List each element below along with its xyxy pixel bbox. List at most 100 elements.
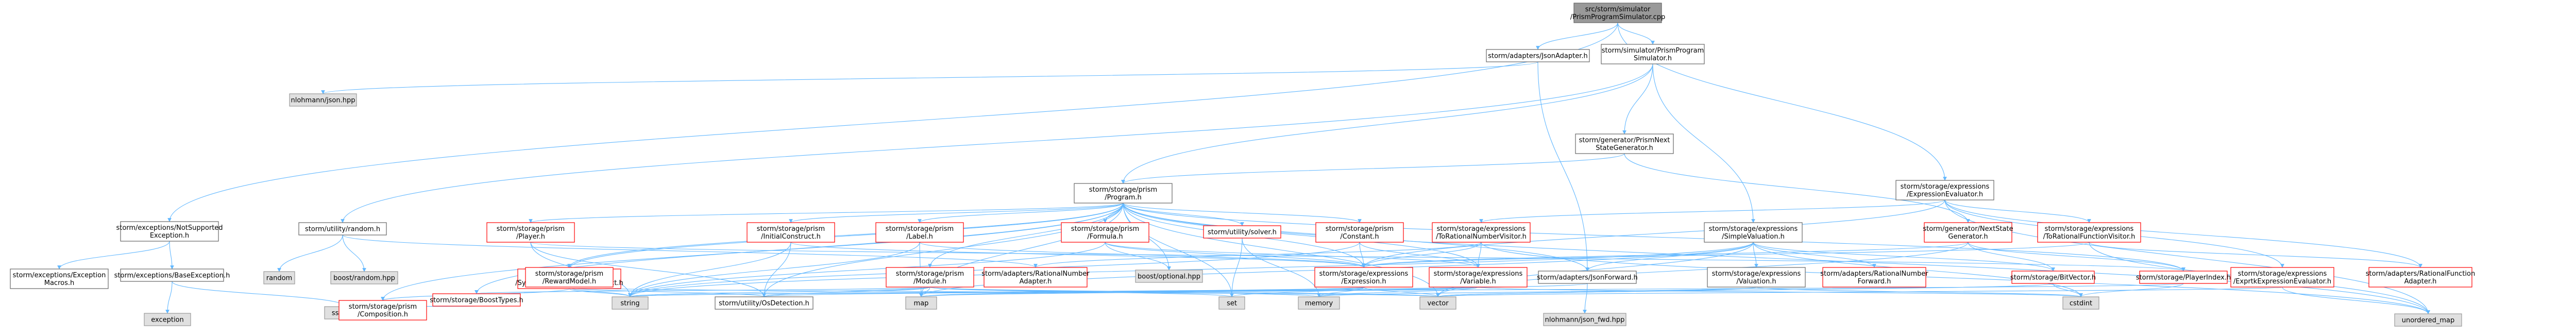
node-label: /ToRationalFunctionVisitor.h xyxy=(2043,233,2136,241)
edge-utilrandom-to-boostrandom xyxy=(342,234,366,272)
edge-playerindex-to-string xyxy=(629,283,2184,297)
edge-label-to-expression xyxy=(919,242,1366,268)
node-box xyxy=(2011,271,2095,284)
edge-utilrandom-to-random xyxy=(277,234,343,272)
node-box xyxy=(1432,222,1531,243)
edge-root-to-prismsim xyxy=(1617,22,1655,45)
node-label: nlohmann/json.hpp xyxy=(291,97,355,105)
node-label: storm/storage/prism xyxy=(1326,225,1394,233)
edge-solver-to-set xyxy=(1230,238,1243,297)
node-box xyxy=(120,221,219,242)
node-label: set xyxy=(1227,300,1237,308)
node-jsonforward[interactable]: storm/adapters/JsonForward.h xyxy=(1537,271,1638,284)
node-label: storm/storage/prism xyxy=(497,225,565,233)
node-box xyxy=(1074,183,1173,204)
edge-baseexc-to-exception xyxy=(165,281,173,314)
edge-prismsim-to-simplevaluation xyxy=(1652,63,1755,223)
node-box xyxy=(2037,222,2141,243)
node-box xyxy=(120,268,224,282)
node-box xyxy=(2139,271,2228,284)
node-label: Macros.h xyxy=(44,279,75,287)
node-label: /Player.h xyxy=(516,233,545,241)
node-box xyxy=(1704,222,1803,243)
node-jsonadapter[interactable]: storm/adapters/JsonAdapter.h xyxy=(1486,49,1590,62)
node-label: boost/random.hpp xyxy=(333,275,395,282)
edge-program-to-playerindex xyxy=(1123,203,2185,272)
node-nlohmannjsonfwd: nlohmann/json_fwd.hpp xyxy=(1543,313,1626,326)
node-label: /Constant.h xyxy=(1340,233,1379,241)
node-osdetection[interactable]: storm/utility/OsDetection.h xyxy=(715,296,814,310)
node-label: storm/simulator/PrismProgram xyxy=(1602,47,1704,55)
node-layer: src/storm/simulator/PrismProgramSimulato… xyxy=(10,3,2475,327)
node-label: /Expression.h xyxy=(1341,278,1386,285)
node-root[interactable]: src/storm/simulator/PrismProgramSimulato… xyxy=(1570,3,1666,23)
node-label: storm/storage/expressions xyxy=(1901,183,1990,191)
edge-bitvector-to-vector xyxy=(1436,283,2054,297)
node-label: nlohmann/json_fwd.hpp xyxy=(1545,316,1625,324)
edge-module-to-string xyxy=(628,287,930,297)
node-label: storm/storage/BoostTypes.h xyxy=(430,297,523,305)
edge-program-to-boosttypes xyxy=(474,203,1124,294)
node-player: storm/storage/prism/Player.h xyxy=(486,222,575,243)
node-label: storm/adapters/JsonAdapter.h xyxy=(1488,53,1588,60)
node-prismsim[interactable]: storm/simulator/PrismProgramSimulator.h xyxy=(1601,44,1705,64)
node-box xyxy=(886,267,974,288)
node-label: storm/utility/solver.h xyxy=(1208,229,1277,237)
node-box xyxy=(263,271,295,284)
edge-variable-to-map xyxy=(919,287,1479,297)
edge-program-to-constant xyxy=(1123,203,1362,223)
edge-simplevaluation-to-jsonforward xyxy=(1585,242,1754,272)
node-label: storm/storage/prism xyxy=(886,225,954,233)
node-box xyxy=(2230,267,2334,288)
edge-player-to-osdetection xyxy=(530,242,766,297)
node-box xyxy=(1895,180,1994,200)
node-label: /Variable.h xyxy=(1460,278,1496,285)
edge-jsonadapter-to-jsonforward xyxy=(1537,61,1589,272)
node-box xyxy=(289,93,357,107)
node-box xyxy=(1573,3,1662,23)
edge-exprevaluator-to-rationalfunctionadapter xyxy=(1944,199,2422,268)
edge-formula-to-string xyxy=(628,242,1106,297)
node-nextstategen[interactable]: storm/generator/PrismNextStateGenerator.… xyxy=(1575,133,1674,154)
node-exprevaluator[interactable]: storm/storage/expressions/ExpressionEval… xyxy=(1895,180,1994,200)
node-label: Forward.h xyxy=(1858,278,1891,285)
edge-formula-to-expression xyxy=(1105,242,1366,268)
edge-torationalnumber-to-unorderedmap xyxy=(1481,242,2430,314)
edge-constant-to-variable xyxy=(1359,242,1480,268)
node-box xyxy=(1419,296,1456,310)
edge-program-to-rewardmodel xyxy=(567,203,1124,268)
node-module: storm/storage/prism/Module.h xyxy=(886,267,974,288)
node-composition: storm/storage/prism/Composition.h xyxy=(338,300,427,321)
node-utilrandom[interactable]: storm/utility/random.h xyxy=(298,222,387,236)
node-label: storm/storage/expressions xyxy=(1319,270,1409,278)
edge-torationalfunction-to-expression xyxy=(1362,242,2090,268)
node-label: storm/utility/random.h xyxy=(305,226,380,233)
edge-player-to-playerindex xyxy=(530,242,2185,272)
node-label: storm/storage/prism xyxy=(757,225,825,233)
edge-program-to-label xyxy=(918,203,1124,223)
node-label: storm/exceptions/BaseException.h xyxy=(114,272,230,280)
node-memory: memory xyxy=(1298,296,1340,310)
edge-initialconstruct-to-expression xyxy=(790,242,1366,268)
edge-notsupported-to-excmacros xyxy=(57,241,170,270)
node-valuation[interactable]: storm/storage/expressions/Valuation.h xyxy=(1707,267,1806,288)
node-label: /PrismProgramSimulator.cpp xyxy=(1570,13,1666,21)
node-bitvector: storm/storage/BitVector.h xyxy=(2010,271,2096,284)
node-box xyxy=(144,313,191,326)
node-simplevaluation[interactable]: storm/storage/expressions/SimpleValuatio… xyxy=(1704,222,1803,243)
node-label: storm/storage/expressions xyxy=(2238,270,2327,278)
node-program[interactable]: storm/storage/prism/Program.h xyxy=(1074,183,1173,204)
node-baseexc[interactable]: storm/exceptions/BaseException.h xyxy=(114,268,230,282)
edge-formula-to-boostoptional xyxy=(1105,242,1171,271)
node-vector: vector xyxy=(1419,296,1456,310)
node-label: storm/storage/expressions xyxy=(1434,270,1523,278)
node-label: Adapter.h xyxy=(2404,278,2437,285)
node-label: /InitialConstruct.h xyxy=(761,233,821,241)
node-box xyxy=(612,296,649,310)
node-label: exception xyxy=(151,316,184,324)
